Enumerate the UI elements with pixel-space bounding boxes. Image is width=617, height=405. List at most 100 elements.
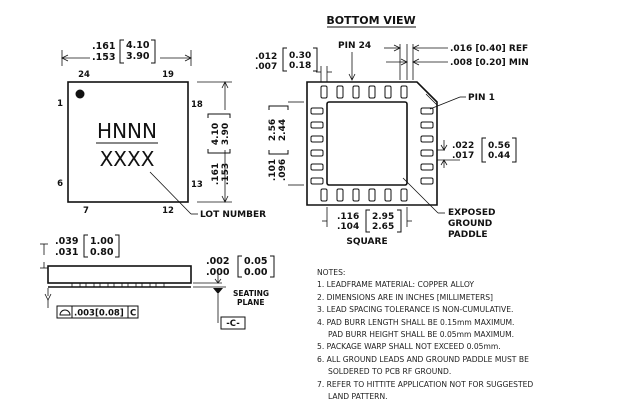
flatness-control-frame: .003[0.08] C <box>56 305 139 319</box>
bottom-lead <box>420 163 434 171</box>
top-height-metric-min: 3.90 <box>221 123 231 145</box>
bottom-lead <box>420 177 434 185</box>
note-item: PAD BURR HEIGHT SHALL BE 0.05mm MAXIMUM. <box>328 330 515 340</box>
pin-label-13: 13 <box>191 180 203 190</box>
bottom-lead <box>384 188 392 202</box>
top-height-imperial-min: .153 <box>221 163 231 185</box>
lead-length-imperial-max: .022 <box>452 141 474 151</box>
top-width-metric-min: 3.90 <box>126 51 150 62</box>
note-item: 2. DIMENSIONS ARE IN INCHES [MILLIMETERS… <box>317 292 494 302</box>
lead-width-metric-min: 0.18 <box>289 61 311 71</box>
standoff-metric-max: 0.05 <box>244 256 267 267</box>
bottom-lead <box>310 107 324 115</box>
notes-heading: NOTES: <box>317 268 346 277</box>
note-item: 1. LEADFRAME MATERIAL: COPPER ALLOY <box>317 280 475 290</box>
body-height-imperial-min: .096 <box>278 159 288 181</box>
note-item: 4. PAD BURR LENGTH SHALL BE 0.15mm MAXIM… <box>317 317 515 327</box>
side-view: .039 .031 1.00 0.80 .003[0.08] C <box>40 234 275 330</box>
lead-length-imperial-min: .017 <box>452 151 474 161</box>
exposed-label-3: PADDLE <box>448 230 488 240</box>
pin-label-24: 24 <box>78 70 90 80</box>
bottom-lead <box>420 149 434 157</box>
bottom-lead <box>310 149 324 157</box>
flatness-datum: C <box>130 309 136 319</box>
side-height-imperial-max: .039 <box>55 236 78 247</box>
bottom-lead <box>420 107 434 115</box>
bottom-lead <box>320 188 328 202</box>
pad-width-imperial-max: .116 <box>337 212 359 222</box>
bottom-lead <box>384 85 392 99</box>
body-height-imperial-max: .101 <box>268 159 278 181</box>
exposed-label-1: EXPOSED <box>448 208 495 218</box>
top-width-imperial-max: .161 <box>92 41 115 52</box>
side-view-body <box>47 265 192 284</box>
pin-label-19: 19 <box>162 70 174 80</box>
bottom-lead <box>310 135 324 143</box>
notes-block: NOTES: 1. LEADFRAME MATERIAL: COPPER ALL… <box>317 267 613 403</box>
datum-c-frame <box>220 316 246 330</box>
lead-width-metric-max: 0.30 <box>289 51 311 61</box>
pin-24-label: PIN 24 <box>338 41 371 51</box>
standoff-imperial-max: .002 <box>206 256 229 267</box>
bottom-lead <box>420 135 434 143</box>
standoff-metric-min: 0.00 <box>244 267 268 278</box>
note-item: 5. PACKAGE WARP SHALL NOT EXCEED 0.05mm. <box>317 342 501 352</box>
bottom-lead <box>368 188 376 202</box>
bottom-lead <box>336 188 344 202</box>
profile-surface-icon <box>59 309 71 316</box>
pad-width-metric-max: 2.95 <box>372 212 394 222</box>
bottom-lead <box>310 177 324 185</box>
square-label: SQUARE <box>346 237 387 247</box>
pin-1-label: PIN 1 <box>468 93 495 103</box>
pitch-ref-label: .016 [0.40] REF <box>450 44 528 54</box>
pad-height-metric-max: 2.56 <box>268 119 278 141</box>
min-gap-label: .008 [0.20] MIN <box>450 58 529 68</box>
bottom-lead <box>336 85 344 99</box>
bottom-lead <box>352 85 360 99</box>
top-view-body <box>67 81 189 203</box>
bottom-lead <box>400 85 408 99</box>
side-height-imperial-min: .031 <box>55 247 78 258</box>
note-item: 7. REFER TO HITTITE APPLICATION NOT FOR … <box>317 379 534 389</box>
exposed-ground-paddle <box>326 101 408 186</box>
lot-number-label: LOT NUMBER <box>200 210 266 220</box>
bottom-lead <box>310 163 324 171</box>
bottom-lead <box>420 121 434 129</box>
bottom-view-leads <box>310 85 434 202</box>
pin-label-1: 1 <box>57 99 63 109</box>
standoff-imperial-min: .000 <box>206 267 230 278</box>
seating-plane-label-1: SEATING <box>233 289 269 298</box>
bottom-lead <box>400 188 408 202</box>
pin-label-18: 18 <box>191 100 203 110</box>
datum-c-label: -C- <box>226 319 240 329</box>
marking-line-2: XXXX <box>100 147 155 171</box>
bottom-lead <box>310 121 324 129</box>
pin-label-7: 7 <box>83 206 89 216</box>
bottom-view-title: BOTTOM VIEW <box>326 14 415 27</box>
bottom-view-body <box>306 81 438 206</box>
pad-height-metric-min: 2.44 <box>278 119 288 141</box>
bottom-lead <box>352 188 360 202</box>
flatness-tolerance: .003[0.08] <box>74 309 124 319</box>
side-view-leads <box>71 282 165 288</box>
side-height-metric-min: 0.80 <box>90 247 114 258</box>
marking-line-1: HNNN <box>97 119 157 143</box>
note-item: SOLDERED TO PCB RF GROUND. <box>328 367 452 377</box>
side-height-metric-max: 1.00 <box>90 236 114 247</box>
note-item: LAND PATTERN. <box>328 392 388 402</box>
bottom-view: BOTTOM VIEW .012 .007 0.30 0.18 PIN 24 .… <box>255 14 529 247</box>
top-width-metric-max: 4.10 <box>126 40 150 51</box>
pin-label-12: 12 <box>162 206 174 216</box>
seating-plane-arrow <box>213 288 223 294</box>
exposed-label-2: GROUND <box>448 219 492 229</box>
top-height-imperial-max: .161 <box>211 163 221 185</box>
lead-length-metric-min: 0.44 <box>488 151 510 161</box>
pin-label-6: 6 <box>57 179 63 189</box>
lead-width-imperial-min: .007 <box>255 62 277 72</box>
note-item: 6. ALL GROUND LEADS AND GROUND PADDLE MU… <box>317 354 529 364</box>
pad-width-imperial-min: .104 <box>337 222 359 232</box>
pad-width-metric-min: 2.65 <box>372 222 394 232</box>
pin1-marker-dot <box>75 89 85 99</box>
note-item: 3. LEAD SPACING TOLERANCE IS NON-CUMULAT… <box>317 305 514 315</box>
